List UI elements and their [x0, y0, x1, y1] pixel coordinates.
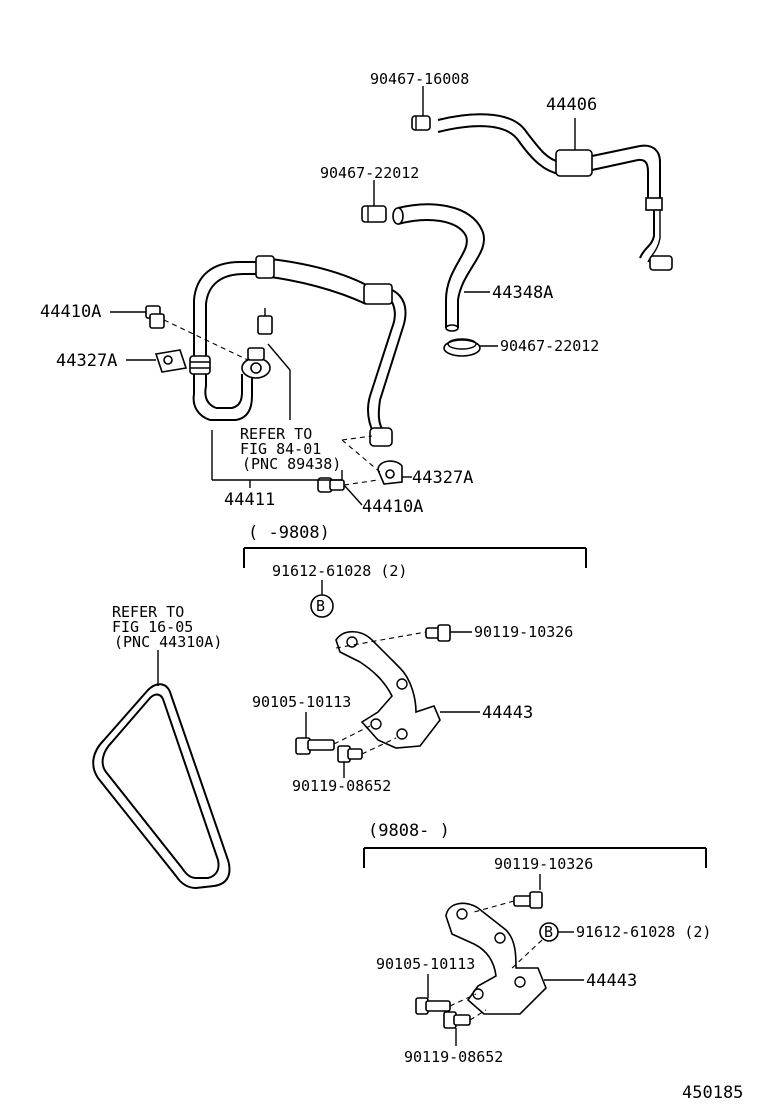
label-44410A-right: 44410A: [362, 497, 423, 517]
bolt-90119-10326-upper: [425, 624, 451, 642]
range-upper-bar: [243, 547, 587, 568]
bracket-44443-upper: [335, 630, 441, 749]
range-lower-bar: [363, 847, 707, 868]
bolt-90119-08652-lower: [443, 1011, 471, 1029]
refer-fig16-line2: FIG 16-05: [112, 618, 193, 636]
bolt-90119-08652-upper: [337, 745, 363, 763]
refer-fig84-line2: FIG 84-01: [240, 440, 321, 458]
label-44406: 44406: [546, 95, 597, 115]
label-90467-22012-bottom: 90467-22012: [500, 337, 599, 355]
svg-text:B: B: [316, 597, 325, 615]
label-44327A-left: 44327A: [56, 351, 117, 371]
upper-bracket-leaders: [305, 631, 480, 778]
label-90119-08652-lower: 90119-08652: [404, 1048, 503, 1066]
diagram-id: 450185: [682, 1083, 743, 1103]
label-90467-16008: 90467-16008: [370, 70, 469, 88]
label-44411: 44411: [224, 490, 275, 510]
bolt-90119-10326-lower: [513, 891, 543, 909]
upper-leader-lines: [110, 86, 576, 506]
reservoir-hose-44348A: [392, 203, 485, 332]
hose-clamp-mid: [361, 205, 387, 223]
refer-fig16-line1: REFER TO: [112, 603, 184, 621]
label-44443-upper: 44443: [482, 703, 533, 723]
range-lower: (9808- ): [368, 821, 450, 841]
bolt-44410A-right: [317, 477, 345, 493]
refer-fig84-line1: REFER TO: [240, 425, 312, 443]
refer-fig84-line3: (PNC 89438): [242, 455, 341, 473]
marker-b-upper: B: [310, 594, 334, 618]
bracket-44443-lower: [445, 902, 547, 1015]
lower-bracket-leaders: [427, 900, 584, 1046]
bolt-44410A-left: [145, 305, 165, 329]
label-44410A-left: 44410A: [40, 302, 101, 322]
hose-clamp-bottom: [443, 338, 481, 357]
label-44327A-right: 44327A: [412, 468, 473, 488]
clamp-44327A-left: [154, 349, 188, 373]
range-upper: ( -9808): [248, 523, 330, 543]
label-90105-10113-upper: 90105-10113: [252, 693, 351, 711]
label-44443-lower: 44443: [586, 971, 637, 991]
label-90467-22012-top: 90467-22012: [320, 164, 419, 182]
bolt-90105-10113-lower: [415, 997, 451, 1015]
marker-b-lower: B: [539, 922, 559, 942]
label-44348A: 44348A: [492, 283, 553, 303]
pressure-hose-44411: [189, 255, 407, 447]
label-90105-10113-lower: 90105-10113: [376, 955, 475, 973]
bolt-90105-10113-upper: [295, 737, 335, 755]
label-91612-upper: 91612-61028 (2): [272, 562, 407, 580]
svg-text:B: B: [544, 923, 553, 941]
return-hose-44406: [437, 113, 673, 271]
refer-fig16-line3: (PNC 44310A): [114, 633, 222, 651]
hose-clamp-top: [411, 115, 431, 131]
label-90119-08652-upper: 90119-08652: [292, 777, 391, 795]
label-90119-10326-upper: 90119-10326: [474, 623, 573, 641]
drive-belt: [92, 683, 231, 890]
label-91612-lower: 91612-61028 (2): [576, 923, 711, 941]
label-90119-10326-lower: 90119-10326: [494, 855, 593, 873]
clamp-44327A-right: [377, 460, 403, 485]
